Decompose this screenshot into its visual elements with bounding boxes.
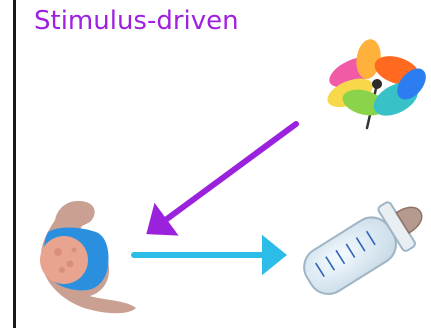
- baby-bottle-icon: [296, 190, 431, 304]
- pinwheel-hub: [371, 78, 383, 90]
- arrow-pinwheel-to-infant: [156, 124, 296, 227]
- infant-icon: [40, 201, 136, 313]
- infant-head: [40, 236, 88, 284]
- pinwheel-icon: [315, 26, 431, 131]
